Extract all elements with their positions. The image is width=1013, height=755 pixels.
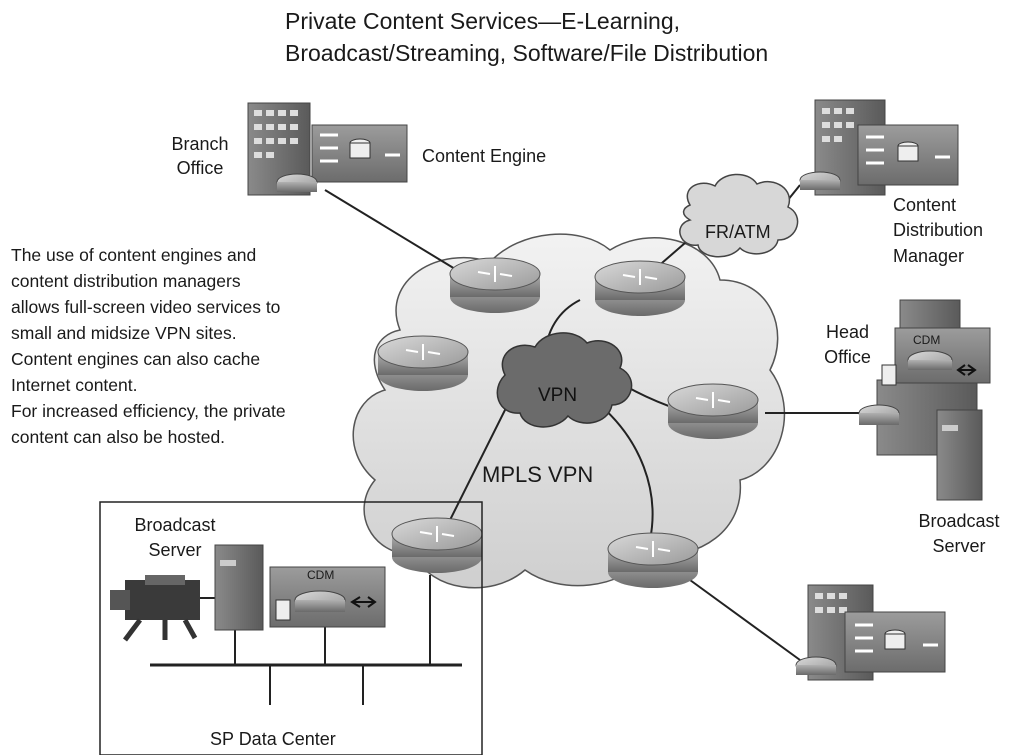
video-camera-icon bbox=[110, 575, 200, 642]
router-bottom-right bbox=[607, 532, 699, 588]
head-office-site bbox=[858, 299, 991, 501]
label-dc-cdm: CDM bbox=[307, 568, 335, 582]
label-branch-office-1: Branch bbox=[171, 134, 229, 154]
link-bottom-site bbox=[689, 579, 801, 661]
sp-data-center-box bbox=[99, 501, 483, 755]
head-broadcast-server bbox=[936, 409, 983, 501]
description-text: The use of content engines and content d… bbox=[11, 242, 286, 450]
branch-office-site bbox=[247, 102, 408, 196]
bottom-right-site bbox=[795, 584, 946, 681]
description-line: small and midsize VPN sites. bbox=[11, 323, 237, 343]
diagram-title-line-1: Private Content Services—E-Learning, bbox=[285, 8, 681, 34]
description-line: Internet content. bbox=[11, 375, 138, 395]
label-cdm-3: Manager bbox=[893, 246, 965, 266]
fr-atm-cloud bbox=[679, 173, 799, 258]
label-broadcast-server-right-2: Server bbox=[932, 536, 986, 556]
label-branch-office-2: Office bbox=[176, 158, 224, 178]
description-line: allows full-screen video services to bbox=[11, 297, 281, 317]
label-head-office-1: Head bbox=[825, 322, 870, 342]
description-line: The use of content engines and bbox=[11, 245, 257, 265]
label-broadcast-server-right-1: Broadcast bbox=[918, 511, 1000, 531]
router-left bbox=[377, 335, 469, 391]
label-broadcast-server-left-1: Broadcast bbox=[134, 515, 216, 535]
label-sp-data-center: SP Data Center bbox=[210, 729, 336, 749]
label-head-cdm: CDM bbox=[913, 333, 941, 347]
label-fr-atm: FR/ATM bbox=[705, 222, 771, 242]
label-head-office-2: Office bbox=[824, 347, 871, 367]
link-vpn-right-router bbox=[599, 404, 654, 541]
description-line: Content engines can also cache bbox=[11, 349, 261, 369]
vpn-cloud bbox=[496, 332, 633, 428]
cdm-site bbox=[799, 99, 959, 196]
diagram-title-line-2: Broadcast/Streaming, Software/File Distr… bbox=[285, 40, 769, 66]
label-vpn: VPN bbox=[538, 385, 578, 406]
router-right bbox=[667, 383, 759, 439]
router-top-right bbox=[594, 260, 686, 316]
label-cdm-1: Content bbox=[893, 195, 957, 215]
label-broadcast-server-left-2: Server bbox=[148, 540, 202, 560]
label-mpls-vpn: MPLS VPN bbox=[482, 462, 594, 487]
label-cdm-2: Distribution bbox=[893, 220, 984, 240]
label-content-engine: Content Engine bbox=[422, 146, 547, 166]
sp-data-center-contents bbox=[110, 544, 462, 705]
link-branch-router bbox=[324, 189, 466, 276]
description-line: content distribution managers bbox=[11, 271, 241, 291]
description-line: For increased efficiency, the private bbox=[11, 401, 286, 421]
description-line: content can also be hosted. bbox=[11, 427, 226, 447]
router-bottom-left bbox=[391, 517, 483, 573]
dc-broadcast-server bbox=[214, 544, 264, 631]
router-top-left bbox=[449, 257, 541, 313]
